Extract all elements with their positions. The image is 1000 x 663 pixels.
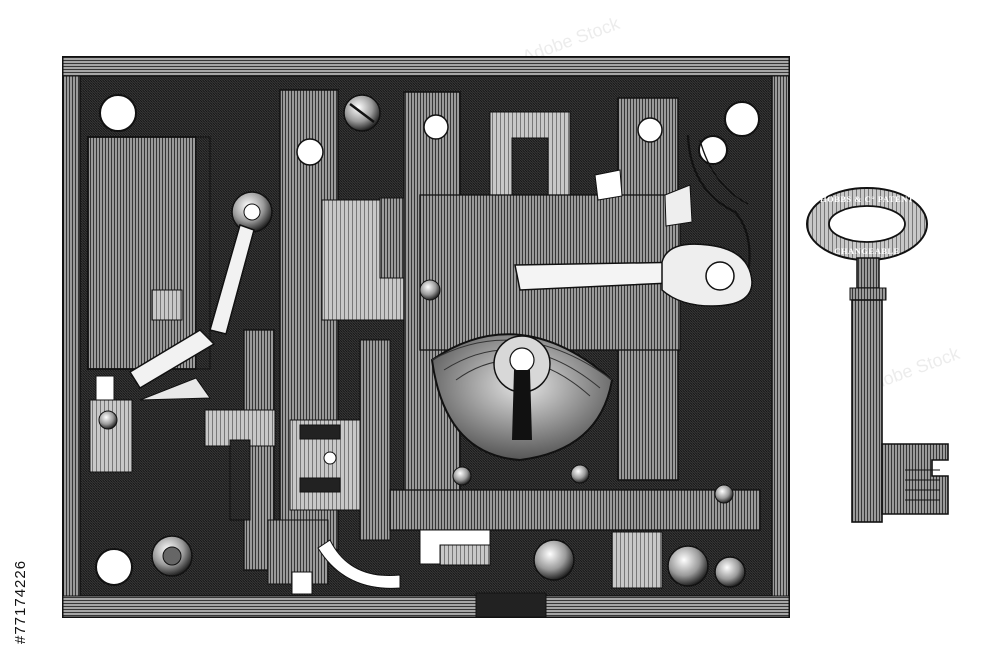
lower-bolts <box>89 339 761 595</box>
mounting-holes <box>95 94 760 586</box>
stock-id-label: #77174226 <box>12 559 29 644</box>
keyhole-ward <box>430 333 614 462</box>
key-bow-bottom-text: CHANGEABLE <box>834 246 899 256</box>
upper-right-spring <box>514 134 753 307</box>
key: HOBBS & C° PATENT CHANGEABLE <box>806 187 949 523</box>
spring-arm <box>128 191 273 401</box>
screws <box>98 94 746 588</box>
key-bow-top-text: HOBBS & C° PATENT <box>820 194 914 204</box>
toothed-rack <box>204 329 276 571</box>
dead-bolt <box>87 136 211 370</box>
